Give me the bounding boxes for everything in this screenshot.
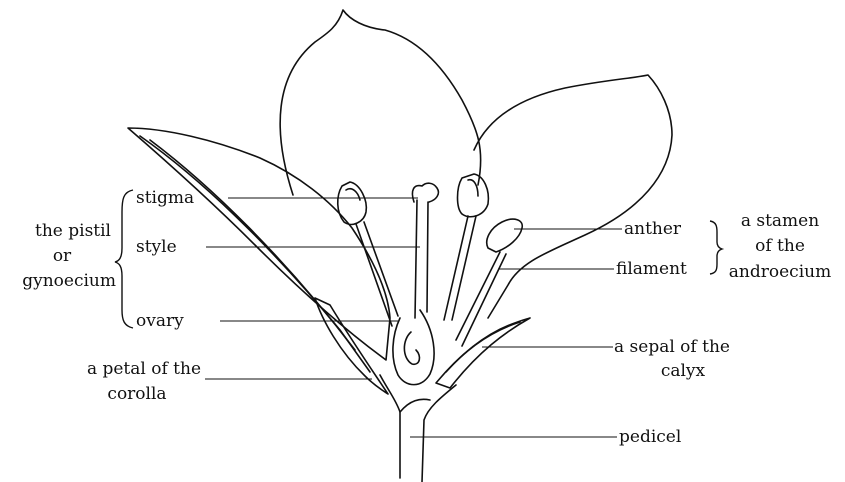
label-pistil-2: or <box>53 246 72 266</box>
label-petal-2: corolla <box>107 384 166 404</box>
right-petal <box>474 75 672 318</box>
right-anther <box>487 219 522 252</box>
label-pedicel: pedicel <box>619 427 681 447</box>
label-anther: anther <box>624 219 682 239</box>
label-pistil-1: the pistil <box>35 221 111 241</box>
flower-drawing <box>128 10 672 482</box>
label-stamen-2: of the <box>755 236 805 256</box>
top-petal <box>280 10 481 195</box>
stamen-brace <box>710 221 722 274</box>
label-sepal-2: calyx <box>661 361 706 381</box>
ovary <box>393 310 434 385</box>
right-sepal <box>436 318 530 388</box>
ovule <box>404 332 419 364</box>
pistil-brace <box>115 190 133 328</box>
label-pistil-3: gynoecium <box>22 271 116 291</box>
label-ovary: ovary <box>136 311 184 331</box>
label-stamen-1: a stamen <box>741 211 819 231</box>
label-filament: filament <box>616 259 687 279</box>
label-stamen-3: androecium <box>729 262 831 282</box>
labels: stigma style ovary the pistil or gynoeci… <box>22 188 831 447</box>
label-stigma: stigma <box>136 188 194 208</box>
label-petal-1: a petal of the <box>87 359 201 379</box>
label-sepal-1: a sepal of the <box>614 337 730 357</box>
label-style: style <box>136 237 177 257</box>
stigma <box>412 183 438 202</box>
style <box>415 200 417 318</box>
